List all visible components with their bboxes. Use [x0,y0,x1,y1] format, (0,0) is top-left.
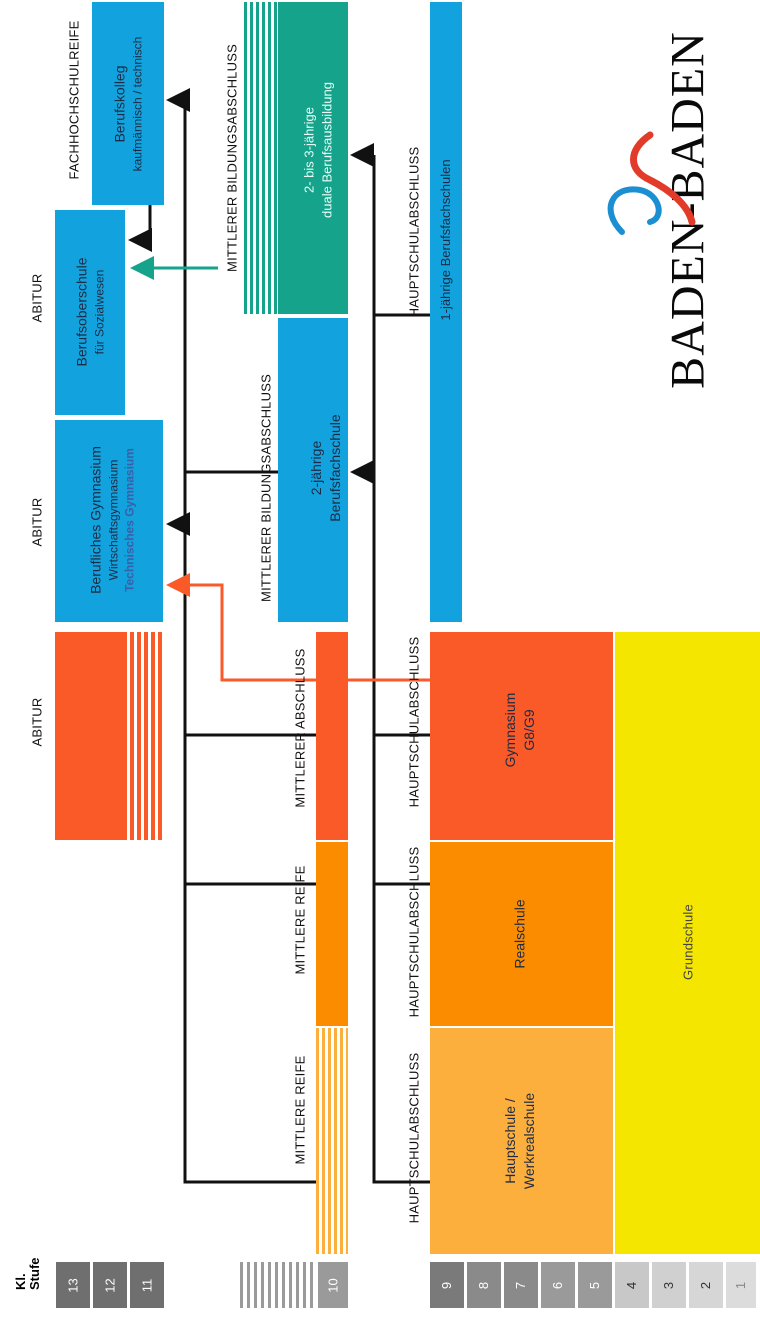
trunk-right [372,155,430,1184]
grade-4: 4 [615,1262,649,1308]
gymnasium-oberstufe-stripes [123,632,165,840]
realschule-grade10 [316,842,348,1026]
gymnasium-oberstufe [55,632,123,840]
duale-ausbildung-block [278,2,348,314]
grade-1: 1 [726,1262,756,1308]
grade-5: 5 [578,1262,612,1308]
gymnasium-grade10 [316,632,348,840]
realschule-block [430,842,613,1026]
grade-6: 6 [541,1262,575,1308]
berufliches-gymnasium-block [55,420,163,622]
grade-10-stripes [240,1262,316,1308]
berufskolleg-block [92,2,164,205]
trunk-left [183,100,316,1184]
grade-3: 3 [652,1262,686,1308]
grade-7: 7 [504,1262,538,1308]
grade-13: 13 [56,1262,90,1308]
berufsfachschule-2-block [278,318,348,622]
grade-9: 9 [430,1262,464,1308]
grade-2: 2 [689,1262,723,1308]
grade-12: 12 [93,1262,127,1308]
berufsfachschule-1-block [430,2,462,622]
duale-ausbildung-stripes [244,2,278,314]
kolleg-bos-link [128,205,152,252]
red-arrow [166,573,430,682]
gymnasium-block [430,632,613,840]
grundschule-block [615,632,760,1254]
hauptschule-block [430,1028,613,1254]
grade-11: 11 [130,1262,164,1308]
berufsoberschule-block [55,210,125,415]
grade-8: 8 [467,1262,501,1308]
grade-10: 10 [318,1262,348,1308]
hauptschule-grade10-stripes [316,1028,348,1254]
